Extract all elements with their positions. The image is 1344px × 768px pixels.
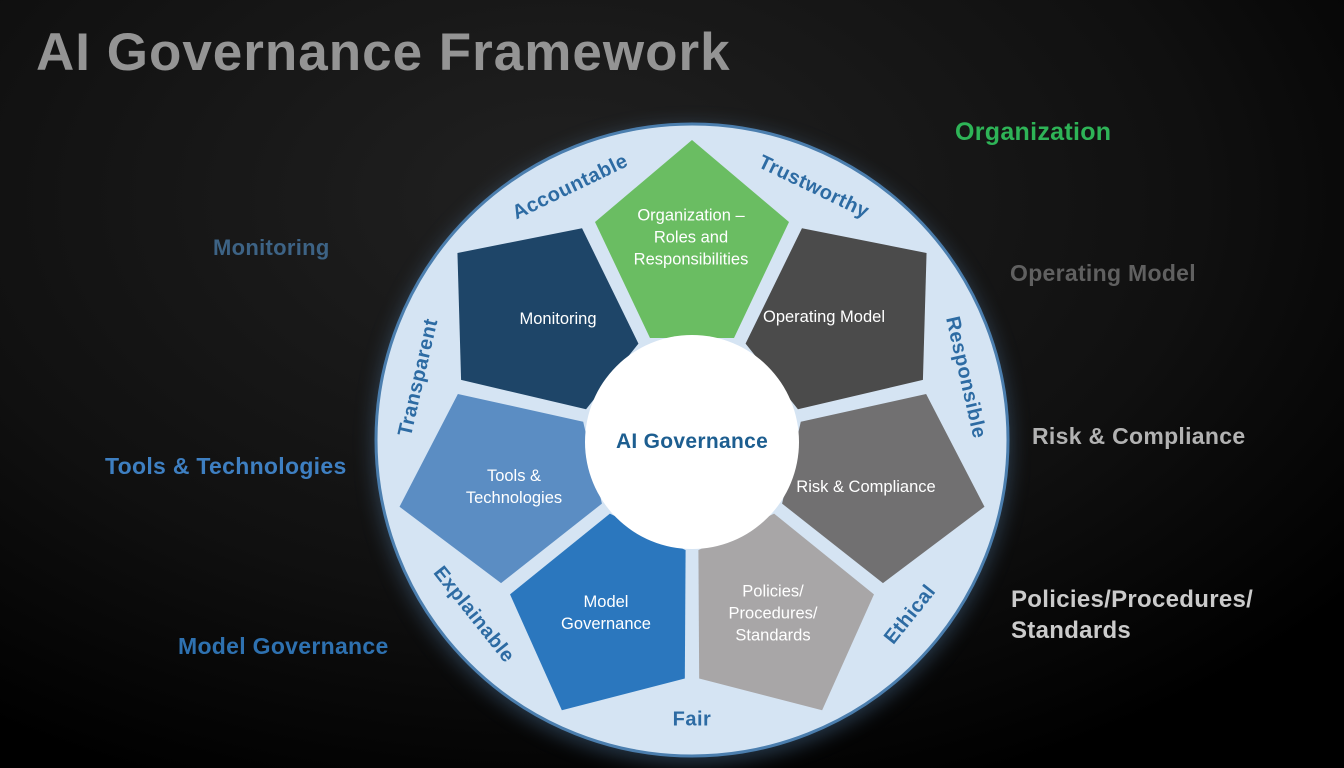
annotation-operating-model: Operating Model	[1010, 260, 1196, 286]
governance-wheel-svg: Accountable Trustworthy Responsible Ethi…	[374, 122, 1010, 758]
petal-policies	[698, 513, 874, 711]
governance-wheel: Accountable Trustworthy Responsible Ethi…	[372, 120, 1012, 760]
petal-operating-model	[745, 228, 927, 410]
petal-label-tools-technologies: Tools & Technologies	[465, 467, 563, 507]
petal-organization	[595, 140, 789, 338]
petal-label-policies: Policies/ Procedures/ Standards	[728, 582, 818, 644]
center-circle	[585, 335, 799, 549]
annotation-tools-technologies: Tools & Technologies	[105, 453, 347, 479]
page-title: AI Governance Framework	[36, 23, 731, 82]
center-label: AI Governance	[615, 430, 769, 453]
petal-label-organization: Organization – Roles and Responsibilitie…	[633, 206, 749, 268]
annotation-risk-compliance: Risk & Compliance	[1032, 423, 1246, 449]
wheel-ring-border	[374, 122, 1010, 758]
annotation-organization: Organization	[955, 118, 1112, 146]
petal-label-operating-model: Operating Model	[763, 308, 885, 327]
petal-monitoring	[457, 228, 639, 410]
annotation-model-governance: Model Governance	[178, 633, 389, 659]
petal-risk-compliance	[782, 393, 985, 584]
petal-label-monitoring: Monitoring	[519, 310, 597, 329]
annotation-policies: Policies/Procedures/ Standards	[1011, 586, 1254, 645]
petal-label-risk-compliance: Risk & Compliance	[796, 478, 936, 497]
ring-word-fair: Fair	[673, 708, 712, 730]
petal-model-governance	[510, 513, 686, 711]
petal-label-model-governance: Model Governance	[561, 593, 651, 633]
petal-tools-technologies	[399, 393, 602, 584]
annotation-monitoring: Monitoring	[213, 235, 330, 260]
